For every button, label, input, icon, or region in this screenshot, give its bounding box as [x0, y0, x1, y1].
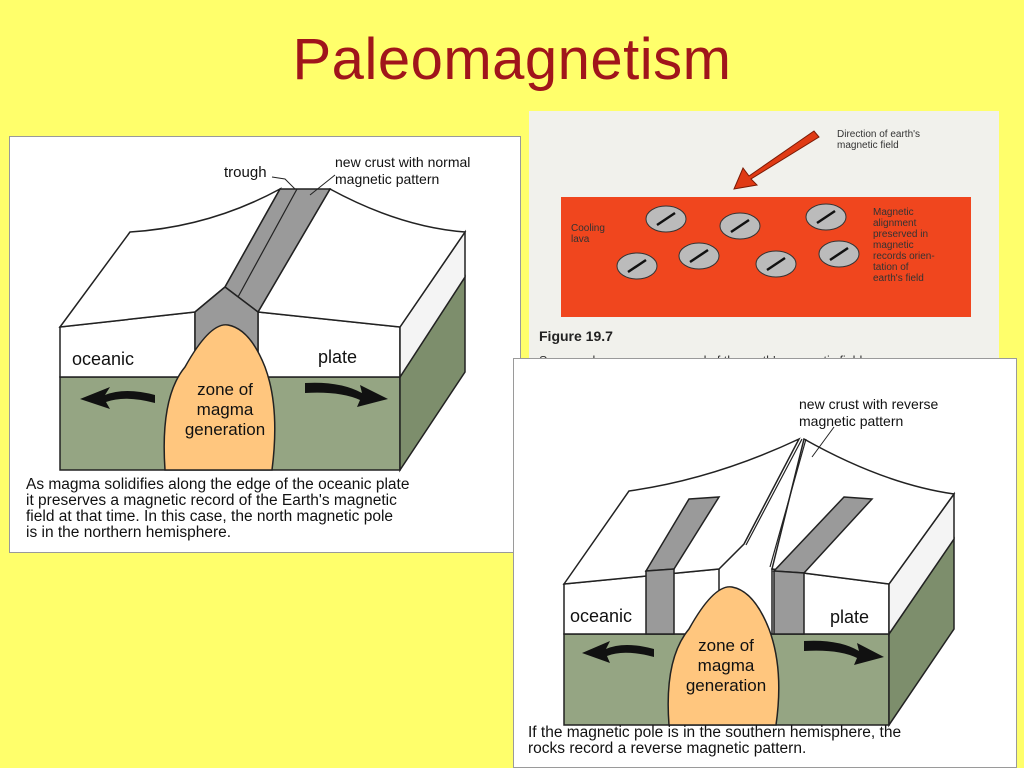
- field-direction-arrow: [733, 130, 820, 190]
- plate-label: plate: [830, 607, 869, 627]
- caption-line: As magma solidifies along the edge of th…: [26, 476, 410, 493]
- caption-line: field at that time. In this case, the no…: [26, 508, 394, 525]
- alignment-label-line: alignment: [873, 218, 917, 229]
- reverse-pattern-diagram: new crust with reverse magnetic pattern …: [513, 358, 1017, 768]
- alignment-label-line: Magnetic: [873, 207, 914, 218]
- normal-pattern-diagram: trough new crust with normal magnetic pa…: [9, 136, 521, 553]
- cooling-label-line: Cooling: [571, 223, 605, 234]
- direction-label-line: Direction of earth's: [837, 129, 921, 140]
- caption-line: is in the northern hemisphere.: [26, 524, 232, 541]
- reverse-caption: If the magnetic pole is in the southern …: [528, 725, 1014, 757]
- ridge-block-normal: trough new crust with normal magnetic pa…: [58, 154, 470, 473]
- figure-19-7: Direction of earth's magnetic field Cool…: [529, 111, 999, 377]
- figure-number: Figure 19.7: [539, 328, 613, 344]
- plate-label: plate: [318, 347, 357, 367]
- zone-label-1: zone of: [197, 380, 253, 399]
- slide-title: Paleomagnetism: [292, 27, 732, 92]
- new-crust-reverse-label-2: magnetic pattern: [799, 413, 903, 429]
- alignment-label: Magnetic alignment preserved in magnetic…: [873, 207, 935, 284]
- alignment-label-line: earth's field: [873, 273, 924, 284]
- compass-grains: [616, 203, 860, 280]
- cooling-lava-label: Cooling lava: [571, 223, 605, 245]
- left-motion-arrow: [582, 641, 654, 663]
- oceanic-label: oceanic: [72, 349, 134, 369]
- cooling-label-line: lava: [571, 234, 590, 245]
- zone-label-3: generation: [686, 676, 766, 695]
- direction-label: Direction of earth's magnetic field: [837, 129, 920, 151]
- left-motion-arrow: [80, 387, 155, 409]
- alignment-label-line: magnetic: [873, 240, 914, 251]
- right-motion-arrow: [804, 640, 884, 665]
- zone-label-2: magma: [698, 656, 755, 675]
- ridge-block-reverse: new crust with reverse magnetic pattern …: [562, 396, 956, 728]
- cooling-lava-illustration: [561, 130, 971, 317]
- new-crust-label-2: magnetic pattern: [335, 171, 439, 187]
- normal-caption: As magma solidifies along the edge of th…: [26, 477, 516, 541]
- alignment-label-line: preserved in: [873, 229, 929, 240]
- zone-label-1: zone of: [698, 636, 754, 655]
- oceanic-label: oceanic: [570, 606, 632, 626]
- caption-line: it preserves a magnetic record of the Ea…: [26, 492, 397, 509]
- new-crust-reverse-label-1: new crust with reverse: [799, 396, 938, 412]
- trough-label: trough: [224, 164, 267, 181]
- caption-line: If the magnetic pole is in the southern …: [528, 724, 902, 741]
- direction-label-line: magnetic field: [837, 140, 899, 151]
- zone-label-2: magma: [197, 400, 254, 419]
- alignment-label-line: records orien-: [873, 251, 935, 262]
- zone-label-3: generation: [185, 420, 265, 439]
- caption-line: rocks record a reverse magnetic pattern.: [528, 740, 807, 757]
- right-motion-arrow: [305, 382, 388, 407]
- new-crust-label-1: new crust with normal: [335, 154, 470, 170]
- alignment-label-line: tation of: [873, 262, 909, 273]
